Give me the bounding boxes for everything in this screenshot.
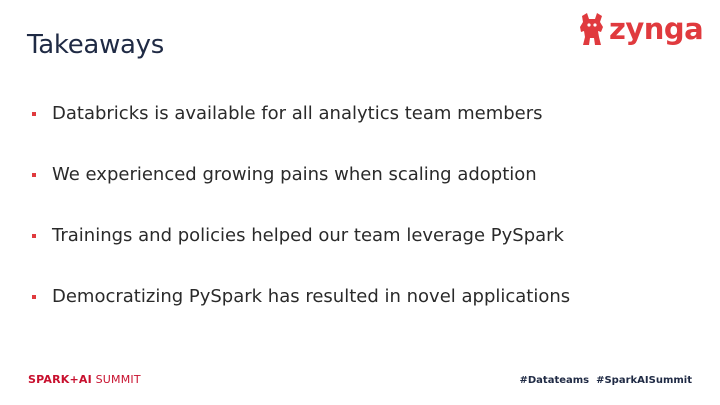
bullet-text: Democratizing PySpark has resulted in no… [52, 286, 571, 307]
footer-brand: SPARK+AI SUMMIT [28, 373, 141, 386]
bullet-item: Trainings and policies helped our team l… [32, 222, 672, 283]
slide-title: Takeaways [27, 30, 164, 60]
zynga-dog-icon [580, 13, 603, 45]
footer-hashtags: #Datateams #SparkAISummit [519, 375, 693, 386]
bullet-item: Databricks is available for all analytic… [32, 100, 672, 161]
bullet-text: Trainings and policies helped our team l… [52, 225, 564, 246]
bullet-list: Databricks is available for all analytic… [32, 100, 672, 344]
bullet-item: Democratizing PySpark has resulted in no… [32, 283, 672, 344]
bullet-text: Databricks is available for all analytic… [52, 103, 543, 124]
bullet-item: We experienced growing pains when scalin… [32, 161, 672, 222]
square-bullet-icon [32, 173, 36, 177]
square-bullet-icon [32, 112, 36, 116]
footer-brand-light: SUMMIT [91, 373, 141, 386]
bullet-text: We experienced growing pains when scalin… [52, 164, 537, 185]
footer-brand-bold: SPARK+AI [28, 373, 92, 386]
square-bullet-icon [32, 234, 36, 238]
square-bullet-icon [32, 295, 36, 299]
zynga-logo: zynga [578, 10, 710, 48]
logo-wordmark: zynga [609, 11, 704, 46]
